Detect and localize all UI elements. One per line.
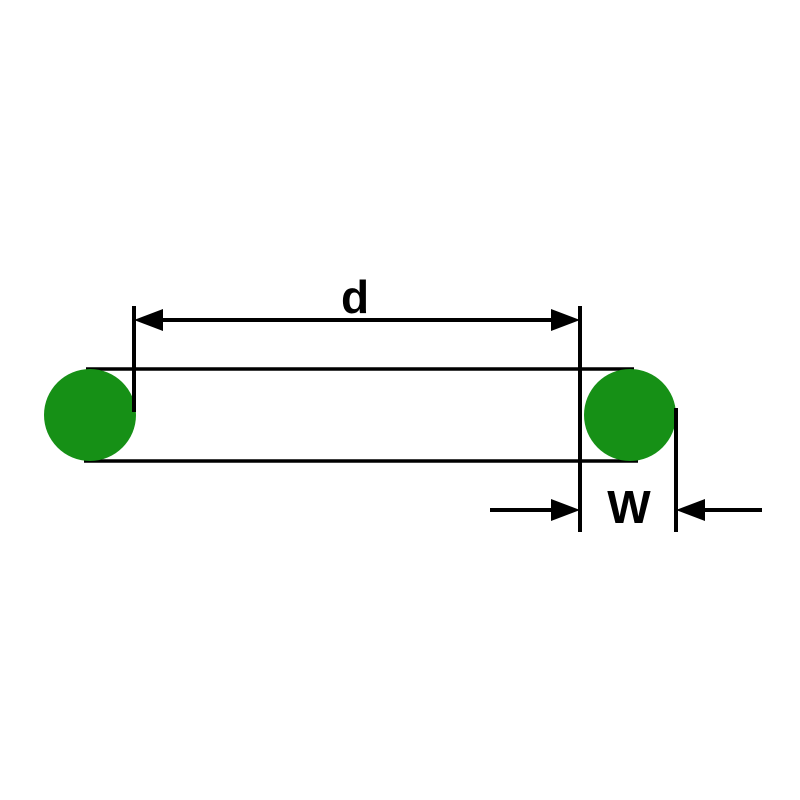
d-label: d [341, 271, 369, 323]
left-cross-section-circle [44, 369, 136, 461]
right-cross-section-circle [584, 369, 676, 461]
d-arrowhead-left [134, 309, 163, 331]
w-label: W [607, 481, 651, 533]
w-arrowhead-left [551, 499, 580, 521]
d-arrowhead-right [551, 309, 580, 331]
w-arrowhead-right [676, 499, 705, 521]
